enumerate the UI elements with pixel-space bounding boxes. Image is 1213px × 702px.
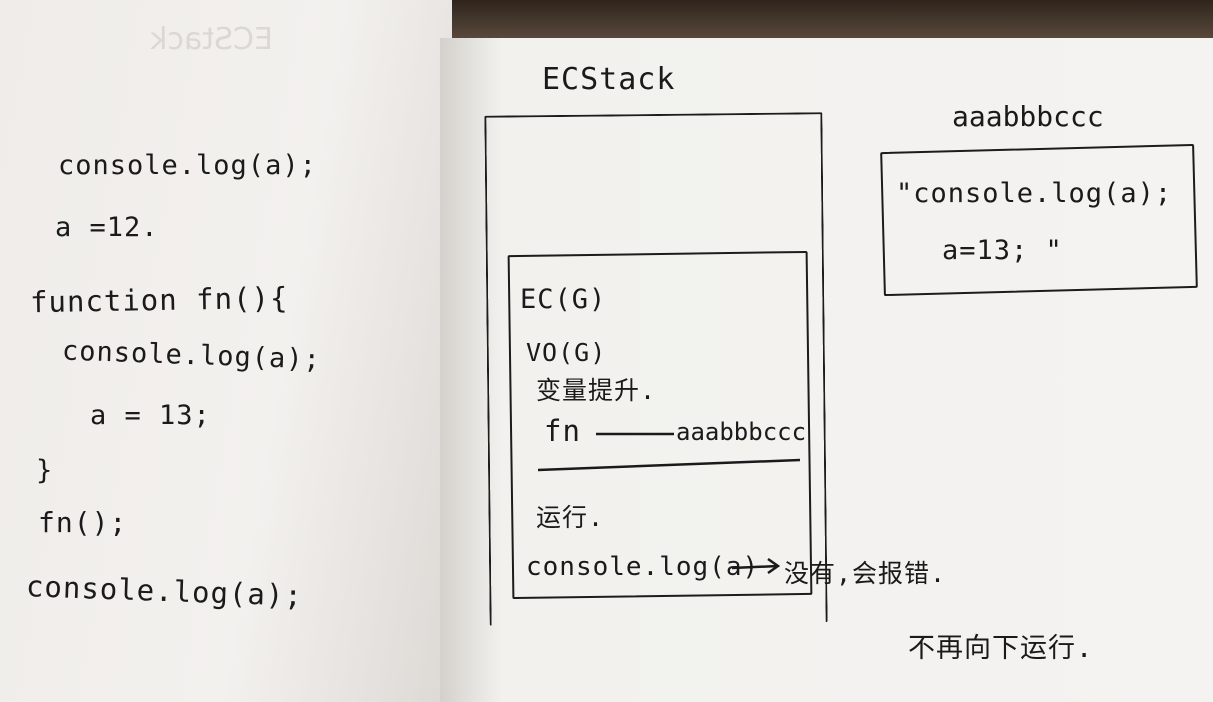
section-divider-line [537, 458, 801, 472]
right-notebook-page [440, 38, 1213, 702]
fn-reference: aaabbbccc [676, 418, 807, 446]
code-line-5: a = 13; [90, 400, 211, 431]
desk-background [452, 0, 1213, 40]
left-notebook-page [0, 0, 452, 702]
fn-label: fn [544, 414, 581, 448]
result-arrow [731, 557, 781, 575]
ec-global-label: EC(G) [520, 284, 607, 315]
code-line-7: fn(); [38, 506, 128, 539]
code-line-1: console.log(a); [58, 150, 317, 181]
heap-content-line-2: a=13; " [942, 235, 1063, 266]
heap-content-line-1: "console.log(a); [896, 178, 1173, 209]
run-line: console.log(a) [526, 552, 760, 582]
run-result: 没有,会报错. [784, 559, 947, 588]
footer-note: 不再向下运行. [908, 633, 1094, 664]
code-line-6: } [36, 455, 54, 486]
vo-global-label: VO(G) [526, 338, 607, 367]
ecstack-label: ECStack [542, 62, 676, 97]
code-line-2: a =12. [55, 212, 159, 243]
heap-label: aaabbbccc [952, 100, 1104, 133]
run-label: 运行. [536, 503, 605, 532]
hoisting-label: 变量提升. [536, 376, 657, 405]
